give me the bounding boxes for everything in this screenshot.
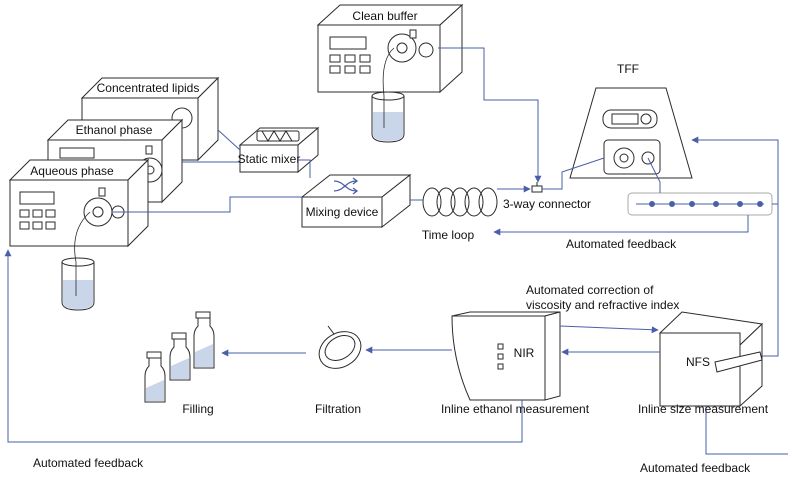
mixing-device [300,173,412,229]
automated-correction-label-line1: Automated correction of [526,283,654,297]
static-mixer [238,126,320,174]
buffer-to-connector-line [438,47,542,183]
static-mixer-to-mixing-line [298,159,311,178]
nfs-label: NFS [686,355,710,369]
inline-ethanol-label: Inline ethanol measurement [440,402,590,416]
nir-to-nfs-line [559,325,659,334]
nfs-to-tff-feedback-line [691,136,779,357]
three-way-connector-label: 3-way connector [503,197,592,211]
automated-feedback-bottom-right-label: Automated feedback [640,461,751,475]
clean-buffer-label: Clean buffer [352,9,418,23]
tff-manifold [627,192,773,216]
filter-disc [318,325,362,369]
static-mixer-label: Static mixer [237,152,301,166]
automated-feedback-bottom-right-line [705,406,788,455]
lipids-to-static-mixer-line [217,129,241,151]
tff-device [569,87,693,179]
mixing-device-label: Mixing device [305,205,379,219]
flow-lines [4,47,788,455]
nir-device [451,311,561,401]
time-loop-label: Time loop [421,228,475,242]
aqueous-phase-bottle [61,211,95,311]
connector-to-tff-line [542,157,605,190]
concentrated-lipids-label: Concentrated lipids [96,81,200,95]
aqueous-to-mixing-line [112,196,302,213]
automated-feedback-top-label: Automated feedback [566,237,677,251]
tff-label: TFF [617,62,639,76]
aqueous-phase-pump [8,158,150,248]
filling-vials [144,311,215,403]
three-way-connector [531,182,543,193]
filling-label: Filling [182,402,214,416]
filtration-label: Filtration [314,402,362,416]
automated-correction-label-line2: viscosity and refractive index [526,298,680,312]
clean-buffer-bottle [371,47,405,143]
automated-feedback-left-line [4,249,523,443]
shuffle-icon [333,177,359,195]
nir-label: NIR [513,346,535,360]
ethanol-phase-label: Ethanol phase [75,123,153,137]
automated-feedback-left-label: Automated feedback [33,456,144,470]
automated-feedback-top-line [493,215,749,236]
aqueous-phase-label: Aqueous phase [30,164,114,178]
time-loop-coil [422,187,498,217]
clean-buffer-pump [316,3,464,94]
nfs-device [658,311,764,408]
inline-size-label: Inline size measurement [637,402,769,416]
tff-recirc-line [647,157,661,193]
